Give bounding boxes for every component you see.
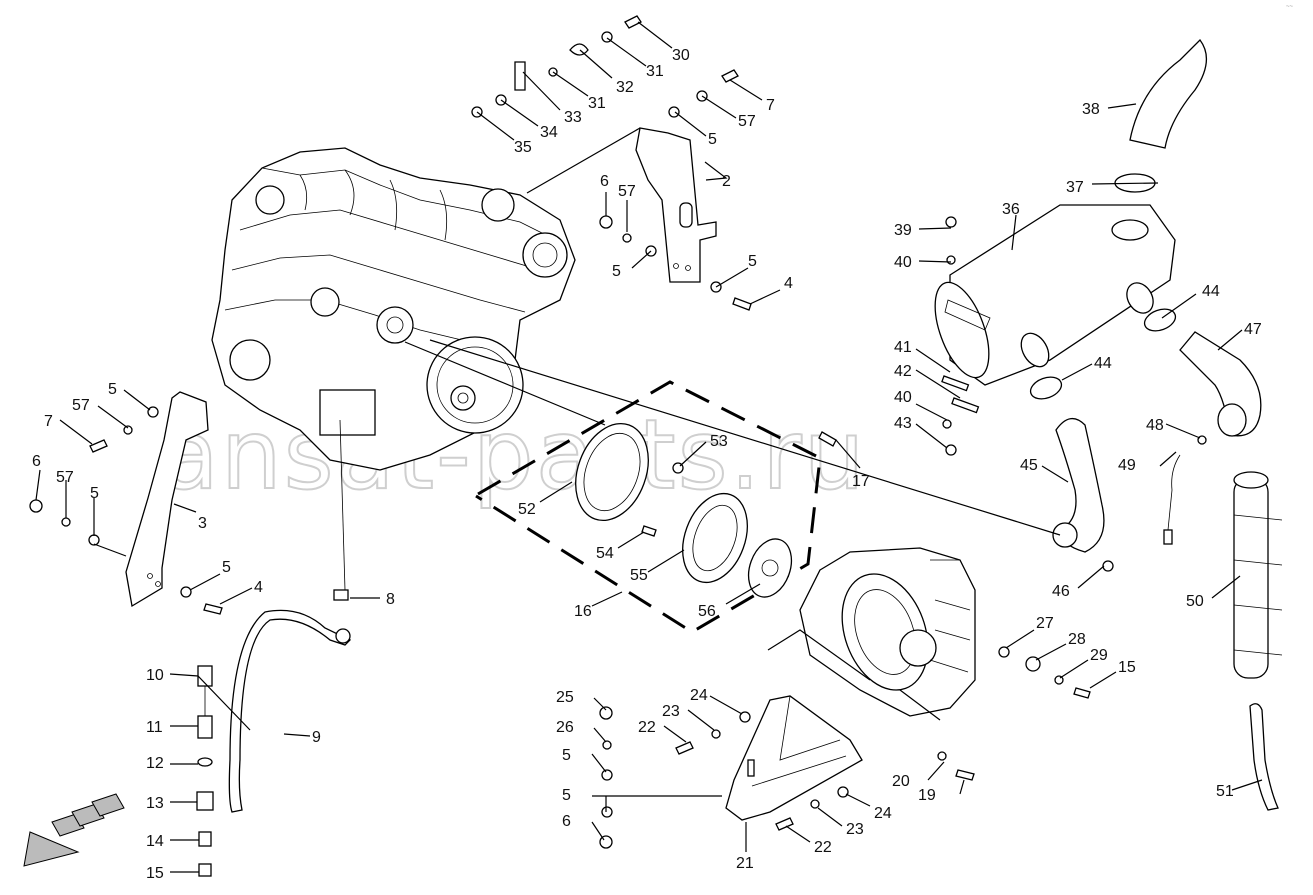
hardware-top-small-parts [471,15,752,311]
callout-23: 23 [662,703,680,720]
callout-30: 30 [672,47,690,64]
callout-29: 29 [1090,647,1108,664]
callout-48: 48 [1146,417,1164,434]
callout-8: 8 [386,591,395,608]
callout-45: 45 [1020,457,1038,474]
callout-2: 2 [722,173,731,190]
callout-17: 17 [852,473,870,490]
callout-57: 57 [738,113,756,130]
callout-31: 31 [646,63,664,80]
callout-24: 24 [874,805,892,822]
fittings-10-15 [196,665,214,877]
callout-25: 25 [556,689,574,706]
callout-40: 40 [894,254,912,271]
callout-7: 7 [766,97,775,114]
callout-36: 36 [1002,201,1020,218]
callout-5: 5 [612,263,621,280]
transmission-pump [799,547,976,717]
callout-12: 12 [146,755,164,772]
heat-shield-50 [1233,471,1283,679]
callout-54: 54 [596,545,614,562]
callout-5: 5 [708,131,717,148]
callout-56: 56 [698,603,716,620]
callout-40: 40 [894,389,912,406]
callout-5: 5 [90,485,99,502]
hose-47 [1179,331,1262,437]
callout-6: 6 [32,453,41,470]
callout-10: 10 [146,667,164,684]
callout-46: 46 [1052,583,1070,600]
callout-57: 57 [618,183,636,200]
callout-50: 50 [1186,593,1204,610]
callout-15: 15 [146,865,164,882]
callout-35: 35 [514,139,532,156]
intake-hose-38 [1114,39,1207,193]
callout-38: 38 [1082,101,1100,118]
callout-28: 28 [1068,631,1086,648]
leader-lines [35,21,1263,873]
callout-26: 26 [556,719,574,736]
callout-21: 21 [736,855,754,872]
callout-57: 57 [56,469,74,486]
watermark-text: ansat-parts.ru [160,399,867,511]
callout-13: 13 [146,795,164,812]
callout-39: 39 [894,222,912,239]
callout-15: 15 [1118,659,1136,676]
callout-7: 7 [44,413,53,430]
orientation-arrow [23,793,125,867]
callout-51: 51 [1216,783,1234,800]
callout-5: 5 [108,381,117,398]
callout-42: 42 [894,363,912,380]
callout-57: 57 [72,397,90,414]
callout-53: 53 [710,433,728,450]
callout-labels: 30 31 32 31 33 34 35 7 57 5 2 6 57 5 5 4… [32,47,1262,882]
callout-47: 47 [1244,321,1262,338]
callout-20: 20 [892,773,910,790]
callout-32: 32 [616,79,634,96]
callout-41: 41 [894,339,912,356]
callout-27: 27 [1036,615,1054,632]
callout-4: 4 [254,579,263,596]
hose-45 [1052,418,1114,572]
callout-16: 16 [574,603,592,620]
callout-55: 55 [630,567,648,584]
callout-24: 24 [690,687,708,704]
callout-5: 5 [562,747,571,764]
callout-37: 37 [1066,179,1084,196]
callout-6: 6 [562,813,571,830]
clamps-and-seals [941,216,1207,545]
callout-3: 3 [198,515,207,532]
bracket-2 [635,127,717,283]
bracket-3 [29,391,223,615]
callout-22: 22 [814,839,832,856]
oil-line-9 [228,589,352,813]
callout-44: 44 [1202,283,1220,300]
callout-49: 49 [1118,457,1136,474]
callout-23: 23 [846,821,864,838]
hose-51 [1249,703,1279,811]
callout-6: 6 [600,173,609,190]
callout-43: 43 [894,415,912,432]
callout-11: 11 [146,719,163,736]
callout-4: 4 [784,275,793,292]
callout-31: 31 [588,95,606,112]
corner-mark: ~~ [1286,4,1294,10]
callout-5: 5 [748,253,757,270]
callout-22: 22 [638,719,656,736]
callout-5: 5 [562,787,571,804]
engine-assembly [211,147,576,591]
callout-9: 9 [312,729,321,746]
callout-33: 33 [564,109,582,126]
callout-34: 34 [540,124,558,141]
callout-44: 44 [1094,355,1112,372]
callout-19: 19 [918,787,936,804]
bracket-21 [599,646,1091,849]
air-filter-36 [934,204,1176,386]
coupling-assembly-16 [475,380,837,634]
callout-52: 52 [518,501,536,518]
callout-5: 5 [222,559,231,576]
callout-14: 14 [146,833,164,850]
